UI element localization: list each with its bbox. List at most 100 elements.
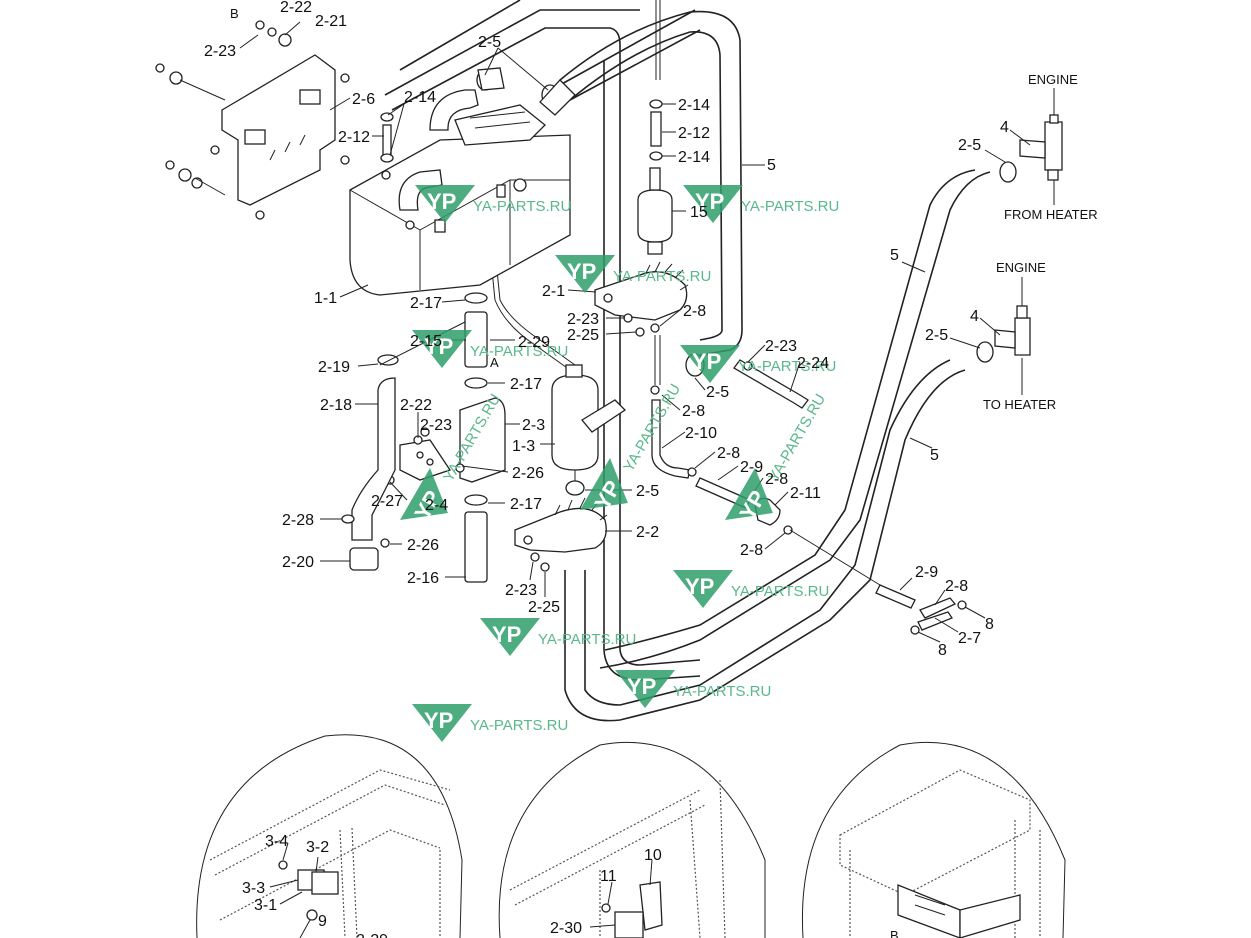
t-connectors [994,88,1063,395]
svg-text:YP: YP [424,708,453,733]
svg-text:YP: YP [492,622,521,647]
svg-text:YA-PARTS.RU: YA-PARTS.RU [613,268,711,285]
label: 2-12 [678,125,710,142]
label: 2-25 [567,327,599,344]
watermark-10: YP YA-PARTS.RU [480,618,636,656]
label: 2-5 [478,34,501,51]
label: 9 [318,913,327,930]
label: 5 [890,247,899,264]
svg-text:YP: YP [692,349,721,374]
watermark-1: YP YA-PARTS.RU [415,185,571,223]
svg-text:YA-PARTS.RU: YA-PARTS.RU [538,631,636,648]
detail-view-middle [498,741,766,938]
label: 2-21 [315,13,347,30]
hose-5-diagonal-a2 [604,169,976,651]
label: 2-8 [945,578,968,595]
label: 2-5 [925,327,948,344]
label: 2-8 [740,542,763,559]
label: 2-6 [352,91,375,108]
label: 2-15 [410,333,442,350]
label: 1-3 [512,438,535,455]
label: 1-1 [314,290,337,307]
label: 2-8 [683,303,706,320]
svg-text:YA-PARTS.RU: YA-PARTS.RU [673,683,771,700]
label: 8 [938,642,947,659]
label: 2-25 [528,599,560,616]
label: 2-8 [682,403,705,420]
bracket-2-6 [155,20,350,220]
label: 2-18 [320,397,352,414]
label: B [890,928,899,938]
label: 2-5 [636,483,659,500]
label: 2-22 [280,0,312,16]
label: 5 [930,447,939,464]
label: B [230,6,239,21]
label: 2-29 [518,334,550,351]
svg-text:YP: YP [424,334,453,359]
svg-text:YA-PARTS.RU: YA-PARTS.RU [473,198,571,215]
label: 2-17 [410,295,442,312]
heater-unit-1-1 [349,89,571,296]
watermark-2: YP YA-PARTS.RU [683,185,839,223]
label: ENGINE [996,260,1046,275]
pump-brackets [514,261,689,572]
label: 2-26 [512,465,544,482]
label: 2-10 [685,425,717,442]
label: 2-26 [407,537,439,554]
label: 2-14 [404,89,436,106]
part-labels: B 2-22 2-21 2-23 2-5 2-6 2-14 2-12 2-14 … [204,0,1098,938]
svg-text:YP: YP [627,674,656,699]
detail-view-left [196,734,463,938]
label: 2-8 [765,471,788,488]
circulation-pump-1-3 [551,364,627,490]
label: 8 [985,616,994,633]
label: 2-16 [407,570,439,587]
label: 10 [644,847,662,864]
label: 2-22 [400,397,432,414]
watermark-3: YP YA-PARTS.RU [555,255,711,293]
svg-text:YA-PARTS.RU: YA-PARTS.RU [731,583,829,600]
svg-text:YP: YP [685,574,714,599]
watermark-4: YP YA-PARTS.RU [412,330,568,368]
label: 2-20 [282,554,314,571]
label: 2-30 [550,920,582,937]
watermark-11: YP YA-PARTS.RU [615,670,771,708]
label: 2-7 [958,630,981,647]
label: 2-23 [505,582,537,599]
label: 2-3 [522,417,545,434]
label: 2-4 [425,497,448,514]
label: 2-27 [371,493,403,510]
watermark-9: YP YA-PARTS.RU [673,570,829,608]
label: 2-9 [740,459,763,476]
svg-text:YP: YP [567,259,596,284]
label: 2-19 [318,359,350,376]
label: 2-17 [510,376,542,393]
label: 11 [600,868,617,885]
label: FROM HEATER [1004,207,1098,222]
label: 2-5 [706,384,729,401]
label: 2-14 [678,149,710,166]
label: 2-23 [765,338,797,355]
label: 3-4 [265,833,288,850]
label: 2-23 [204,43,236,60]
label: 2-23 [420,417,452,434]
watermark-12: YP YA-PARTS.RU [412,704,568,742]
hose-5-diagonal-b2 [584,359,951,706]
label: ENGINE [1028,72,1078,87]
label: 2-11 [790,485,821,502]
label: 3-1 [254,897,277,914]
label: 5 [767,157,776,174]
label: 4 [970,308,979,325]
svg-text:YP: YP [695,189,724,214]
svg-text:YA-PARTS.RU: YA-PARTS.RU [620,381,684,475]
label: 2-1 [542,283,565,300]
label: 3-2 [306,839,329,856]
label: 2-24 [797,355,829,372]
watermark-5: YP YA-PARTS.RU [680,345,836,383]
label: 15 [690,204,708,221]
detail-view-right [801,741,1066,938]
hose-lines [384,0,991,722]
label: 2-23 [567,311,599,328]
label: A [490,355,499,370]
